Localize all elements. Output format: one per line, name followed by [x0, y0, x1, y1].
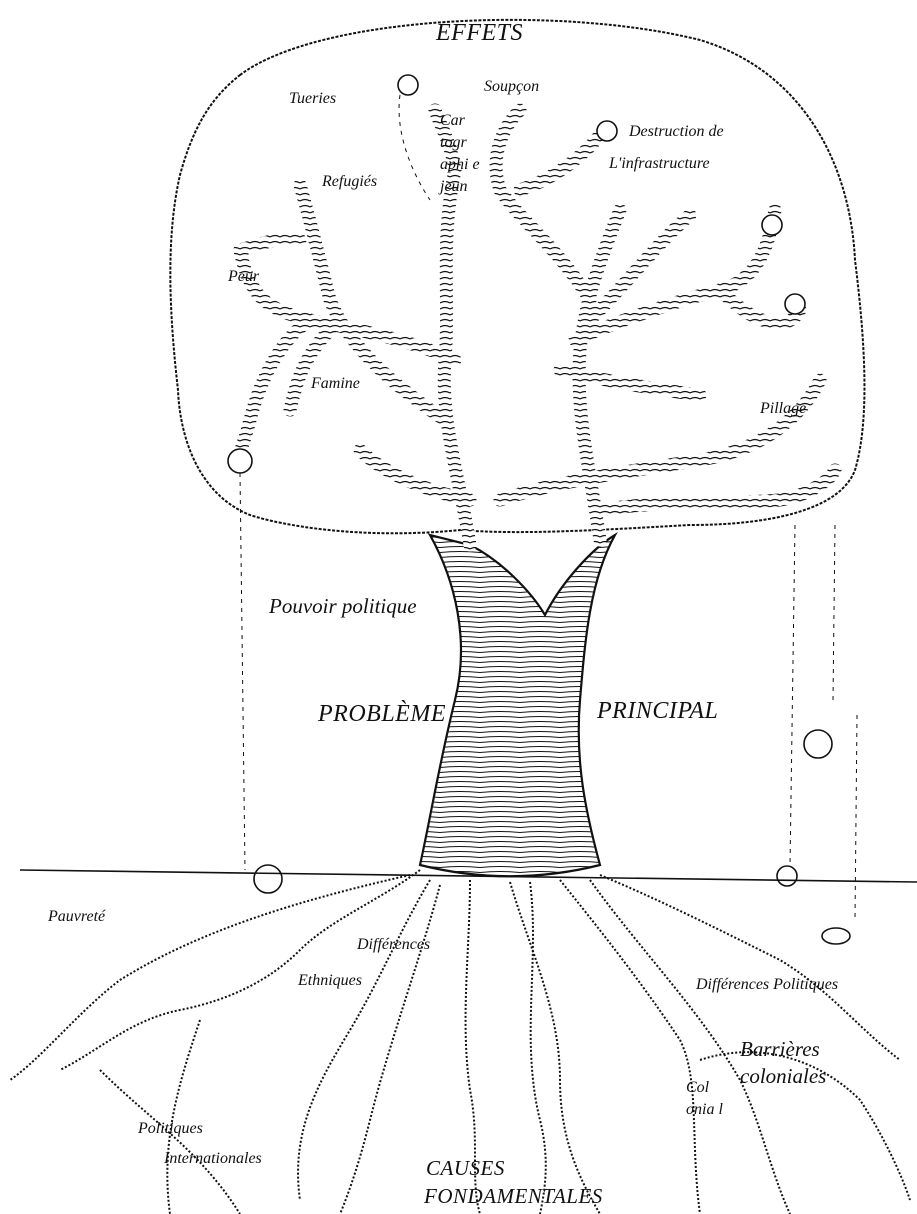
- causes-title-line2: FONDAMENTALES: [424, 1184, 603, 1208]
- effect-peur: Peur: [228, 268, 259, 286]
- fruit: [762, 215, 782, 235]
- fruit: [254, 865, 282, 893]
- problem-right: PRINCIPAL: [597, 698, 718, 726]
- effect-pillage: Pillage: [760, 400, 806, 418]
- cause-differences-ethniques-line2: Ethniques: [298, 972, 362, 990]
- cause-differences-ethniques-line1: Différences: [357, 936, 430, 954]
- cause-politiques-line1: Politiques: [138, 1120, 203, 1138]
- fruit: [597, 121, 617, 141]
- side-pauvrete: Pauvreté: [48, 908, 105, 926]
- trunk: [420, 535, 615, 876]
- fruit: [398, 75, 418, 95]
- fruit: [777, 866, 797, 886]
- cause-barrieres-line1: Barrières: [740, 1037, 820, 1061]
- effect-cartographie: Car togr aphi e jeun: [440, 110, 480, 198]
- cause-differences-politiques: Différences Politiques: [696, 976, 838, 994]
- cause-barrieres-line2: coloniales: [740, 1064, 826, 1088]
- effect-famine: Famine: [311, 375, 360, 393]
- fruit: [785, 294, 805, 314]
- effects-title: EFFETS: [436, 20, 523, 48]
- fruit: [822, 928, 850, 944]
- effect-destruction-line2: L'infrastructure: [609, 155, 710, 173]
- fruit: [804, 730, 832, 758]
- fruit: [228, 449, 252, 473]
- effect-tueries: Tueries: [289, 90, 336, 108]
- causes-title-line1: CAUSES: [426, 1156, 505, 1180]
- cause-colonial: Col onia l: [686, 1077, 726, 1121]
- cause-politiques-line2: Internationales: [164, 1150, 262, 1168]
- canopy-outline: [170, 20, 864, 533]
- problem-left: PROBLÈME: [318, 701, 446, 729]
- effect-soupcon: Soupçon: [484, 78, 539, 96]
- effect-refugies: Refugiés: [322, 173, 377, 191]
- side-pouvoir-politique: Pouvoir politique: [269, 594, 417, 618]
- effect-destruction-line1: Destruction de: [629, 123, 724, 141]
